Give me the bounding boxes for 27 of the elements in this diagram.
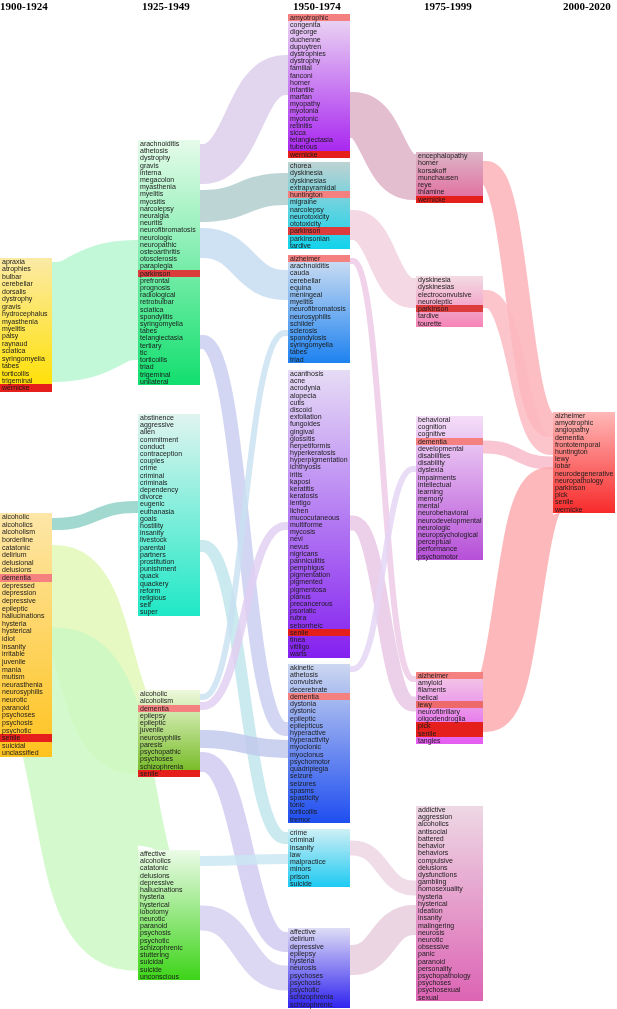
- term-list-box: [288, 370, 350, 658]
- term-list-box: [288, 162, 350, 249]
- flow-band: [199, 330, 289, 700]
- term-list-box: [0, 258, 52, 392]
- term-list-box: [416, 672, 483, 744]
- term-list-box: [0, 513, 52, 757]
- term-list-box: [138, 140, 200, 385]
- flow-band: [349, 258, 417, 682]
- term-list-box: [288, 14, 350, 158]
- term-list-box: [416, 276, 483, 327]
- term-list-box: [553, 412, 615, 513]
- term-list-box: [416, 416, 483, 560]
- term-list-box: [288, 928, 350, 1008]
- term-list-box: [416, 152, 483, 203]
- flow-band: [199, 522, 289, 710]
- term-list-box: [138, 690, 200, 777]
- period-heading: 1975-1999: [424, 1, 472, 12]
- period-heading: 2000-2020: [563, 1, 611, 12]
- term-list-box: [416, 806, 483, 1001]
- term-list-box: [288, 829, 350, 887]
- term-list-box: [288, 255, 350, 363]
- period-heading: 1925-1949: [142, 1, 190, 12]
- period-heading: 1900-1924: [0, 1, 48, 12]
- term-list-box: [138, 850, 200, 980]
- term-list-box: [138, 414, 200, 616]
- flow-band: [350, 466, 416, 672]
- term-list-box: [288, 664, 350, 823]
